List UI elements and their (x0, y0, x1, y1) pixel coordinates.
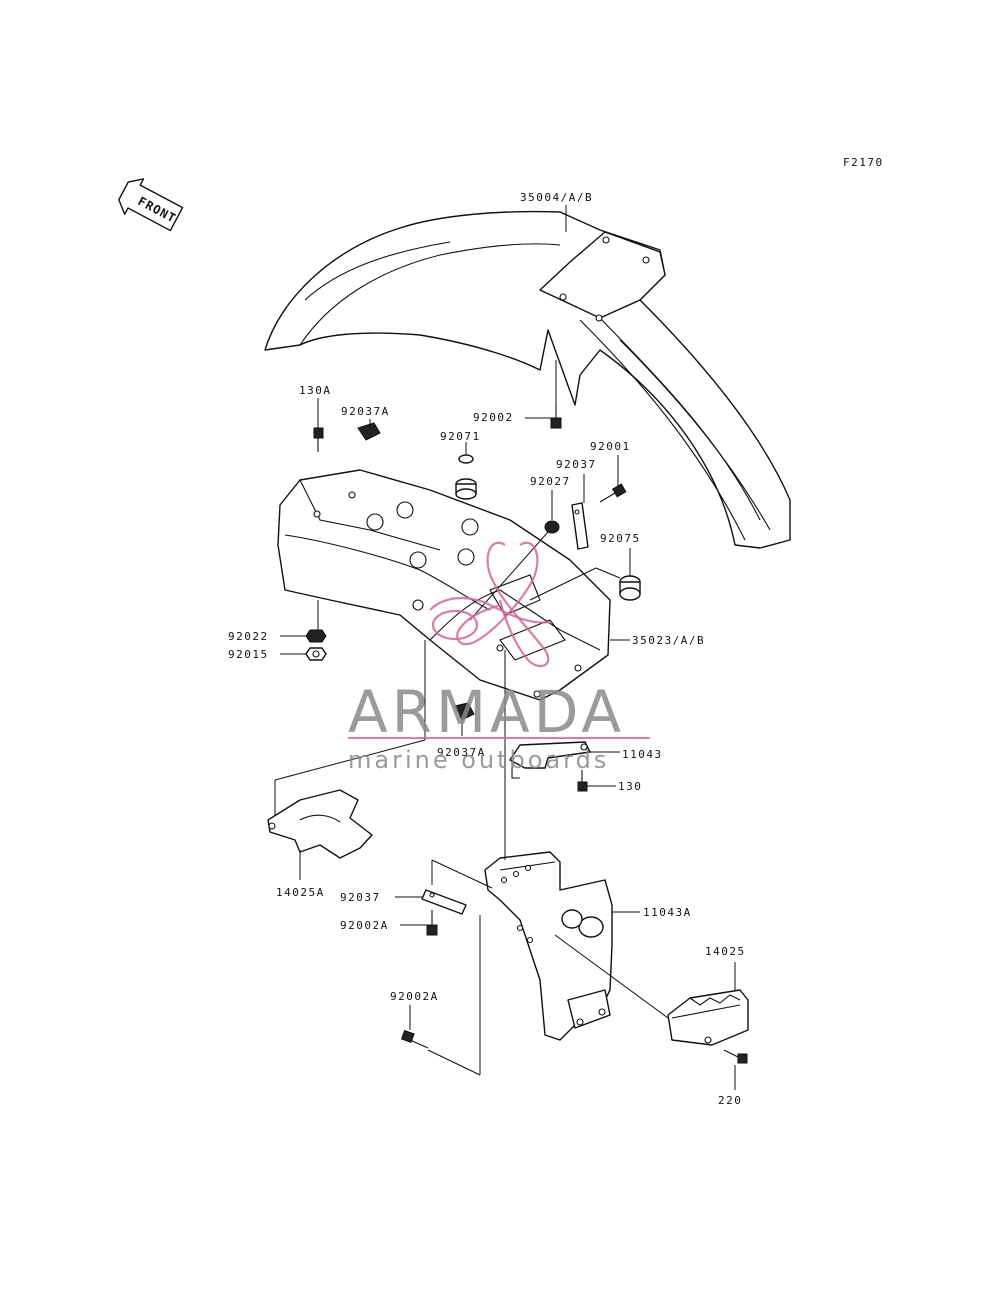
callout-35004: 35004/A/B (520, 191, 593, 204)
nut-92022-icon (305, 629, 327, 643)
strap-92037-low-icon (421, 889, 467, 915)
callout-92027: 92027 (530, 475, 571, 488)
grommet-92075-icon (619, 575, 641, 601)
bracket-11043a-part (484, 851, 613, 1041)
block-14025-part (667, 989, 749, 1046)
watermark-logo-icon (429, 541, 551, 668)
callout-92002-top: 92002 (473, 411, 514, 424)
strap-92037-mid-icon (571, 502, 589, 550)
grommet-92027-icon (544, 520, 560, 534)
clip-92037a-low-icon (454, 702, 475, 721)
callout-92037a-top: 92037A (341, 405, 390, 418)
callout-14025: 14025 (705, 945, 746, 958)
clip-92037a-top-icon (357, 422, 381, 441)
watermark: ARMADA marine outboards (348, 541, 650, 774)
figure-code: F2170 (843, 156, 884, 169)
callout-92022: 92022 (228, 630, 269, 643)
callout-130: 130 (618, 780, 642, 793)
callout-92037-mid: 92037 (556, 458, 597, 471)
watermark-tagline: marine outboards (348, 746, 609, 774)
nut-92015-icon (305, 647, 327, 661)
front-arrow-icon: FRONT (118, 178, 184, 232)
bolt-92001-icon (599, 483, 627, 503)
bolt-92002-top-icon (550, 406, 562, 429)
watermark-brand: ARMADA (348, 678, 625, 746)
callout-92037-low: 92037 (340, 891, 381, 904)
leader-lines (274, 205, 736, 1090)
callout-92075: 92075 (600, 532, 641, 545)
screw-220-icon (723, 1049, 748, 1064)
tail-cover-part (277, 469, 611, 701)
bracket-14025a-part (267, 789, 373, 859)
callout-130a: 130A (299, 384, 332, 397)
callout-220: 220 (718, 1094, 742, 1107)
bracket-11043-part (509, 741, 591, 779)
callout-92002a-a: 92002A (340, 919, 389, 932)
callout-11043: 11043 (622, 748, 663, 761)
callout-11043a: 11043A (643, 906, 692, 919)
callout-92037a-low: 92037A (437, 746, 486, 759)
callout-92015: 92015 (228, 648, 269, 661)
callout-labels: 35004/A/B 130A 92037A 92002 92071 92001 … (228, 191, 746, 1107)
callout-14025a: 14025A (276, 886, 325, 899)
callout-92002a-b: 92002A (390, 990, 439, 1003)
grommet-92071-icon (455, 454, 477, 500)
bolt-130a-icon (313, 427, 324, 452)
bolt-92002a-a-icon (426, 910, 438, 936)
callout-92001: 92001 (590, 440, 631, 453)
bolt-92002a-b-icon (400, 1029, 429, 1049)
callout-35023: 35023/A/B (632, 634, 705, 647)
rear-fender-part (264, 210, 791, 549)
callout-92071: 92071 (440, 430, 481, 443)
